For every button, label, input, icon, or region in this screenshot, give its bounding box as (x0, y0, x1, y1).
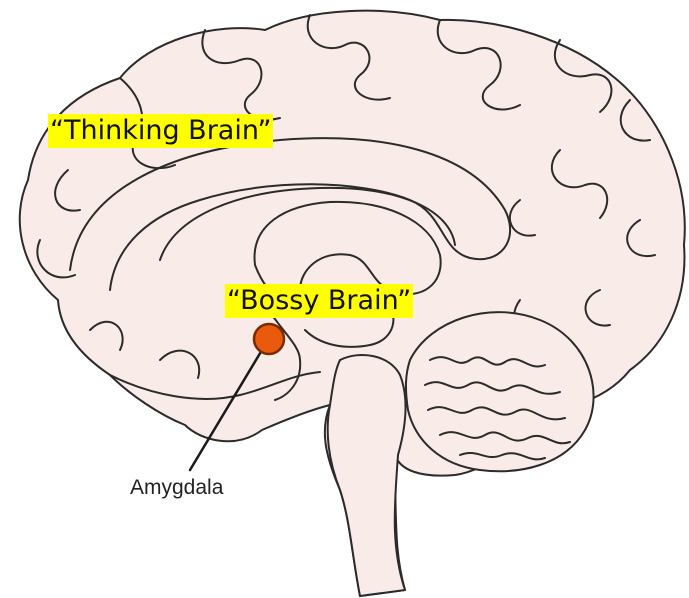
amygdala-label: Amygdala (130, 476, 223, 500)
bossy-brain-label: “Bossy Brain” (225, 284, 413, 318)
thinking-brain-label: “Thinking Brain” (48, 114, 273, 148)
brainstem (328, 355, 406, 596)
amygdala-marker (254, 324, 284, 354)
cerebellum (406, 312, 594, 471)
